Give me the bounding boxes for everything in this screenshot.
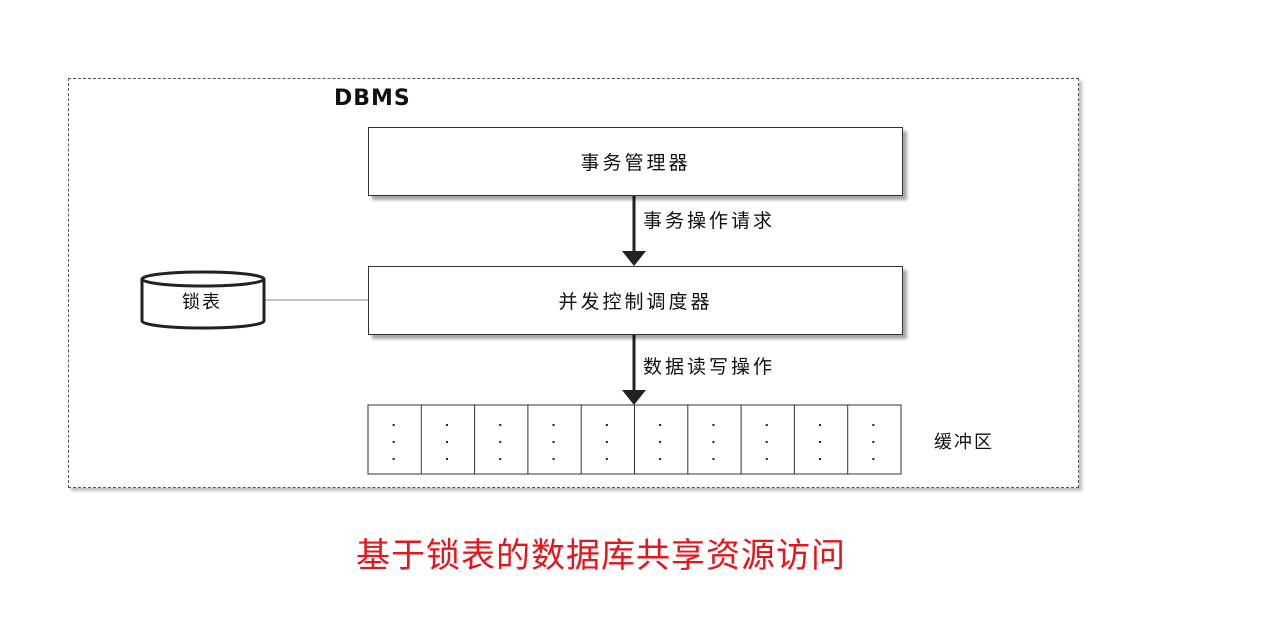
buffer-cell <box>474 405 502 474</box>
request-arrow-head <box>622 251 646 266</box>
lock-table-cylinder <box>140 270 266 330</box>
buffer-cell <box>793 405 822 474</box>
concurrency-scheduler-box: 并发控制调度器 <box>368 266 903 335</box>
figure-caption: 基于锁表的数据库共享资源访问 <box>356 536 846 576</box>
buffer-cell <box>420 405 448 474</box>
buffer-cell <box>847 405 875 474</box>
buffer-cell <box>634 405 662 474</box>
lock-table-label: 锁表 <box>182 292 222 313</box>
transaction-manager-box: 事务管理器 <box>368 127 903 196</box>
buffer-grid <box>367 404 902 475</box>
transaction-request-label: 事务操作请求 <box>643 210 776 232</box>
transaction-manager-label: 事务管理器 <box>580 152 691 174</box>
dbms-boundary <box>68 78 1079 488</box>
buffer-cell <box>687 405 715 474</box>
dbms-label: DBMS <box>334 86 411 111</box>
concurrency-scheduler-label: 并发控制调度器 <box>558 291 713 313</box>
buffer-cell <box>392 424 395 460</box>
buffer-cell <box>527 405 555 474</box>
buffer-cell <box>740 405 768 474</box>
buffer-label: 缓冲区 <box>934 432 994 453</box>
read-write-label: 数据读写操作 <box>643 356 776 378</box>
buffer-cell <box>580 405 608 474</box>
read-write-arrow-head <box>622 390 646 405</box>
